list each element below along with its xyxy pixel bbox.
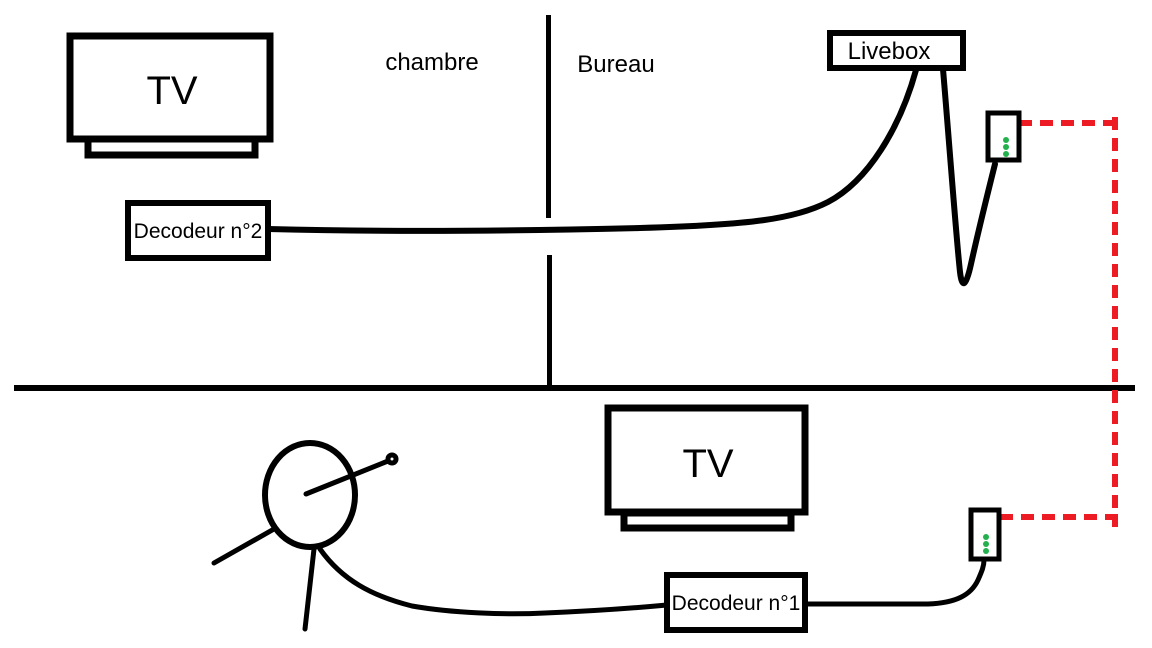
wall-vertical-upper (546, 15, 551, 218)
tv-bottom: TV (604, 404, 809, 532)
satellite-dish-lnb-arm (303, 458, 391, 497)
tv-bottom-label: TV (682, 442, 733, 486)
decodeur1-label: Decodeur n°1 (672, 592, 801, 615)
livebox-label: Livebox (848, 38, 931, 65)
cpl-adapter-bottom (968, 507, 1002, 562)
wall-vertical-lower (547, 255, 552, 390)
decodeur1: Decodeur n°1 (664, 572, 808, 633)
satellite-dish-lnb-head (385, 452, 399, 466)
satellite-dish-leg-bottom (302, 546, 317, 632)
cpl-adapter-bottom-led-3 (983, 548, 989, 554)
cpl-adapter-top-led-1 (1003, 137, 1009, 143)
cable-livebox-cpl-top (940, 66, 998, 287)
livebox: Livebox (827, 30, 966, 71)
walls (14, 15, 1135, 391)
cpl-adapter-bottom-led-2 (983, 541, 989, 547)
tv-top: TV (66, 32, 274, 159)
tv-top-screen (66, 32, 274, 143)
tv-top-label: TV (146, 69, 197, 113)
room-label-chambre: chambre (385, 49, 478, 76)
cpl-adapter-top-body (985, 110, 1022, 163)
decodeur2-box (125, 200, 271, 261)
cables (265, 66, 998, 617)
cable-decodeur2-livebox (265, 67, 919, 234)
decodeur2: Decodeur n°2 (125, 200, 271, 261)
cable-decodeur1-cpl-bottom (802, 557, 987, 607)
decodeur1-box (664, 572, 808, 633)
cpl-adapter-top (985, 110, 1022, 163)
cpl-adapter-top-led-3 (1003, 151, 1009, 157)
wall-floor-line (14, 385, 1135, 391)
tv-bottom-screen (604, 404, 809, 516)
livebox-box (827, 30, 966, 71)
powerline-link (999, 117, 1118, 527)
cpl-adapter-bottom-led-1 (983, 534, 989, 540)
cable-dish-decodeur1 (317, 546, 670, 617)
satellite-dish (211, 440, 399, 632)
satellite-dish-leg-left (211, 526, 277, 566)
room-label-bureau: Bureau (577, 51, 654, 78)
cpl-adapter-top-led-2 (1003, 144, 1009, 150)
decodeur2-label: Decodeur n°2 (134, 220, 263, 243)
